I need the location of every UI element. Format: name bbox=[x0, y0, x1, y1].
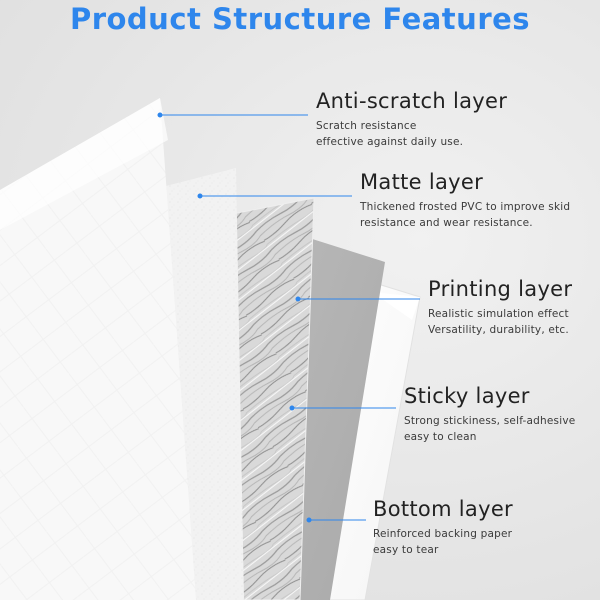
printing-desc-line-2: Versatility, durability, etc. bbox=[428, 324, 569, 336]
matte-title: Matte layer bbox=[360, 170, 484, 194]
printing-description: Realistic simulation effect Versatility,… bbox=[428, 306, 572, 338]
anti-scratch-desc-line-2: effective against daily use. bbox=[316, 136, 464, 148]
sticky-desc-line-2: easy to clean bbox=[404, 431, 477, 443]
matte-desc-line-1: Thickened frosted PVC to improve skid bbox=[360, 201, 571, 213]
bottom-dot bbox=[306, 517, 312, 523]
anti-scratch-desc-line-1: Scratch resistance bbox=[316, 120, 417, 132]
matte-dot bbox=[197, 193, 203, 199]
anti-scratch-dot bbox=[157, 112, 163, 118]
printing-label-block: Printing layer Realistic simulation effe… bbox=[428, 277, 572, 338]
anti-scratch-title: Anti-scratch layer bbox=[316, 89, 508, 113]
sticky-dot bbox=[289, 405, 295, 411]
bottom-label-block: Bottom layer Reinforced backing paper ea… bbox=[373, 497, 513, 558]
bottom-title: Bottom layer bbox=[373, 497, 513, 521]
bottom-desc-line-1: Reinforced backing paper bbox=[373, 528, 513, 540]
printing-title: Printing layer bbox=[428, 277, 573, 301]
bottom-description: Reinforced backing paper easy to tear bbox=[373, 526, 513, 558]
matte-description: Thickened frosted PVC to improve skid re… bbox=[360, 199, 570, 231]
sticky-description: Strong stickiness, self-adhesive easy to… bbox=[404, 413, 575, 445]
anti-scratch-layer-sheet bbox=[0, 98, 196, 600]
anti-scratch-description: Scratch resistance effective against dai… bbox=[316, 118, 507, 150]
bottom-desc-line-2: easy to tear bbox=[373, 544, 439, 556]
sticky-desc-line-1: Strong stickiness, self-adhesive bbox=[404, 415, 576, 427]
sticky-label-block: Sticky layer Strong stickiness, self-adh… bbox=[404, 384, 575, 445]
anti-scratch-label-block: Anti-scratch layer Scratch resistance ef… bbox=[316, 89, 507, 150]
printing-desc-line-1: Realistic simulation effect bbox=[428, 308, 569, 320]
page-title: Product Structure Features bbox=[69, 2, 531, 36]
matte-desc-line-2: resistance and wear resistance. bbox=[360, 217, 533, 229]
matte-label-block: Matte layer Thickened frosted PVC to imp… bbox=[360, 170, 570, 231]
sticky-title: Sticky layer bbox=[404, 384, 530, 408]
printing-dot bbox=[295, 296, 301, 302]
